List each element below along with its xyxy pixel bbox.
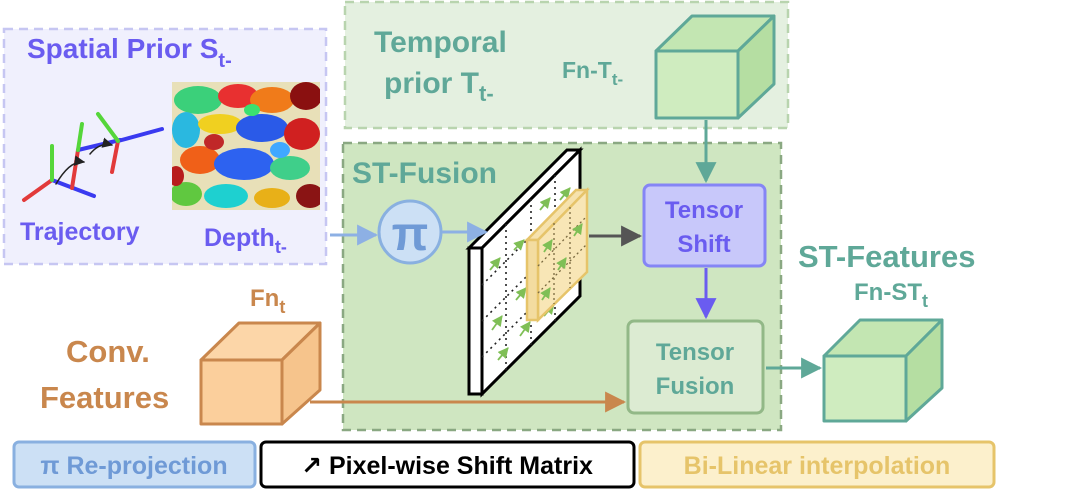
conv-features-group: Fnt Conv. Features [40,285,322,426]
legend-bilinear: Bi-Linear interpolation [638,440,996,489]
connector-arrows [310,120,823,413]
tensor-fusion-label-line1: Tensor [656,339,734,366]
st-fusion-title: ST-Fusion [352,157,497,190]
tensor-shift-label-line2: Shift [677,231,730,258]
temporal-cube-label: Fn-Tt- [562,57,623,89]
svg-text:π Re-projection: π Re-projection [40,452,227,480]
trajectory-label: Trajectory [20,218,140,246]
bilinear-interpolation-slab [524,186,590,323]
tensor-shift-node: Tensor Shift [642,183,767,268]
legend-reprojection: π Re-projection [12,440,257,489]
conv-feature-cube [199,321,322,426]
tensor-fusion-label-line2: Fusion [656,373,735,400]
tensor-fusion-node: Tensor Fusion [626,319,765,415]
temporal-feature-cube [654,14,776,120]
trajectory-icon [22,112,164,202]
svg-text:Bi-Linear interpolation: Bi-Linear interpolation [684,452,951,480]
temporal-prior-title-line1: Temporal [374,26,507,59]
st-feature-cube [822,318,944,423]
temporal-prior-panel: Temporal prior Tt- Fn-Tt- [343,0,790,130]
depth-label: Deptht- [204,224,287,257]
spatial-prior-title: Spatial Prior St- [27,33,232,72]
spatial-prior-panel: Spatial Prior St- Trajectory [2,27,328,266]
reprojection-pi-node: π [377,199,443,265]
conv-features-title-line2: Features [40,380,169,415]
conv-cube-label: Fnt [250,285,285,317]
depth-map-image [172,82,320,210]
legend: π Re-projection ↗ Pixel-wise Shift Matri… [12,440,996,489]
st-features-group: ST-Features Fn-STt [798,239,975,423]
tensor-shift-label-line1: Tensor [665,197,743,224]
svg-text:↗ Pixel-wise Shift Matrix: ↗ Pixel-wise Shift Matrix [301,452,593,480]
conv-features-title-line1: Conv. [66,334,150,369]
legend-shift-matrix: ↗ Pixel-wise Shift Matrix [259,440,636,489]
st-cube-label: Fn-STt [854,279,928,311]
st-features-title: ST-Features [798,239,975,274]
st-fusion-panel: ST-Fusion π [341,141,783,432]
temporal-prior-title-line2: prior Tt- [384,67,494,106]
pi-symbol-icon: π [392,208,429,261]
